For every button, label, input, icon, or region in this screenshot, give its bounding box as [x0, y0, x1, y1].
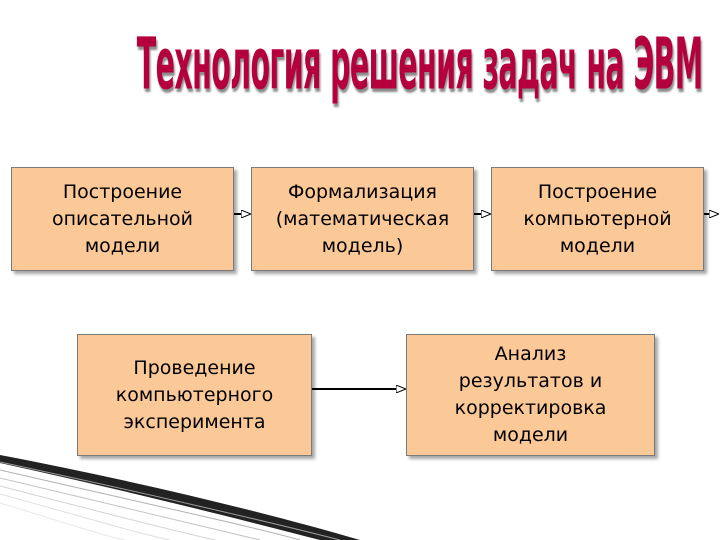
decorative-swoosh — [0, 455, 360, 540]
step-formalization: Формализация (математическая модель) — [251, 167, 474, 271]
step-descriptive-model: Построение описательной модели — [11, 167, 234, 271]
step-computer-experiment: Проведение компьютерного эксперимента — [77, 334, 312, 456]
step-computer-model: Построение компьютерной модели — [491, 167, 704, 271]
step-analysis-correction: Анализ результатов и корректировка модел… — [406, 334, 655, 456]
